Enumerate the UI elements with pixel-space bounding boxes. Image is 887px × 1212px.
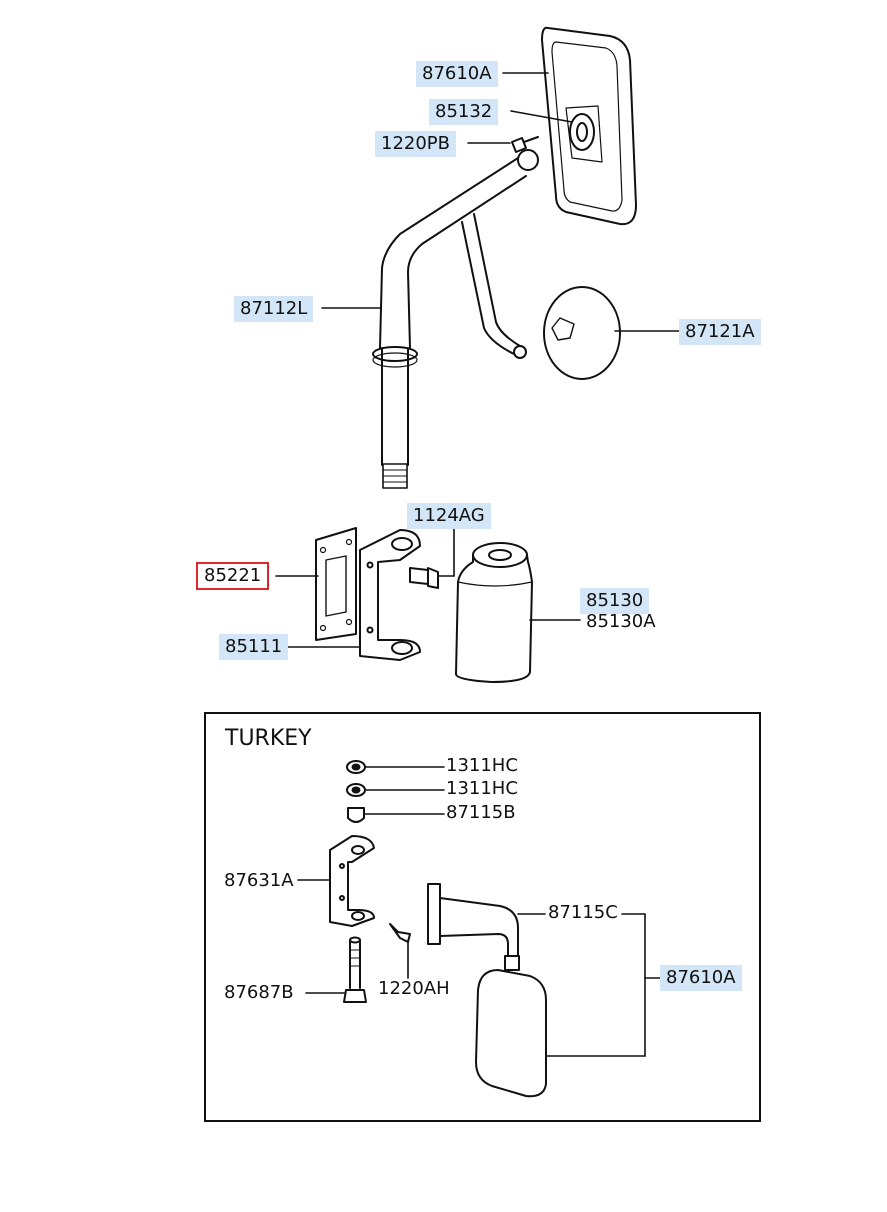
label-85111[interactable]: 85111	[219, 634, 289, 660]
nut-1311hc-upper-drawing	[346, 760, 366, 774]
screw-1220ah-drawing	[389, 923, 411, 943]
label-87687b[interactable]: 87687B	[224, 982, 294, 1003]
mirror-pivot-drawing	[569, 113, 595, 151]
label-87610a-top[interactable]: 87610A	[416, 61, 498, 87]
label-1124ag[interactable]: 1124AG	[407, 503, 491, 529]
screw-1220pb-drawing	[511, 136, 539, 153]
label-87115b[interactable]: 87115B	[446, 802, 516, 823]
bracket-85111-drawing	[359, 529, 421, 661]
label-1311hc-upper[interactable]: 1311HC	[446, 755, 518, 776]
rectangular-mirror-drawing	[541, 26, 637, 226]
gasket-plate-drawing	[315, 527, 357, 641]
label-87631a[interactable]: 87631A	[224, 870, 294, 891]
cover-85130-drawing	[455, 542, 533, 683]
label-1311hc-lower[interactable]: 1311HC	[446, 778, 518, 799]
mirror-arm-drawing	[372, 149, 539, 489]
label-87115c[interactable]: 87115C	[548, 902, 618, 923]
label-85130a[interactable]: 85130A	[586, 611, 656, 632]
label-87112l[interactable]: 87112L	[234, 296, 314, 322]
label-87121a[interactable]: 87121A	[679, 319, 761, 345]
inset-title: TURKEY	[225, 726, 312, 751]
bolt-1124ag-drawing	[409, 567, 439, 589]
round-mirror-drawing	[543, 286, 621, 380]
label-1220ah[interactable]: 1220AH	[378, 978, 450, 999]
label-85221-selected[interactable]: 85221	[196, 562, 270, 590]
nut-1311hc-lower-drawing	[346, 783, 366, 797]
arm-87115c-drawing	[427, 883, 520, 971]
inset-frame	[204, 712, 761, 1122]
bolt-87687b-drawing	[343, 936, 367, 1003]
label-87610a-inset[interactable]: 87610A	[660, 965, 742, 991]
leader-lines-upper	[272, 72, 684, 648]
collar-87115b-drawing	[347, 807, 365, 823]
bracket-87631a-drawing	[329, 835, 375, 927]
leader-lines-inset	[297, 766, 661, 1057]
mirror-87610a-inset-drawing	[475, 969, 547, 1098]
label-85130[interactable]: 85130	[580, 588, 650, 614]
label-1220pb[interactable]: 1220PB	[375, 131, 457, 157]
round-mirror-stay-drawing	[461, 213, 527, 359]
label-85132[interactable]: 85132	[429, 99, 499, 125]
